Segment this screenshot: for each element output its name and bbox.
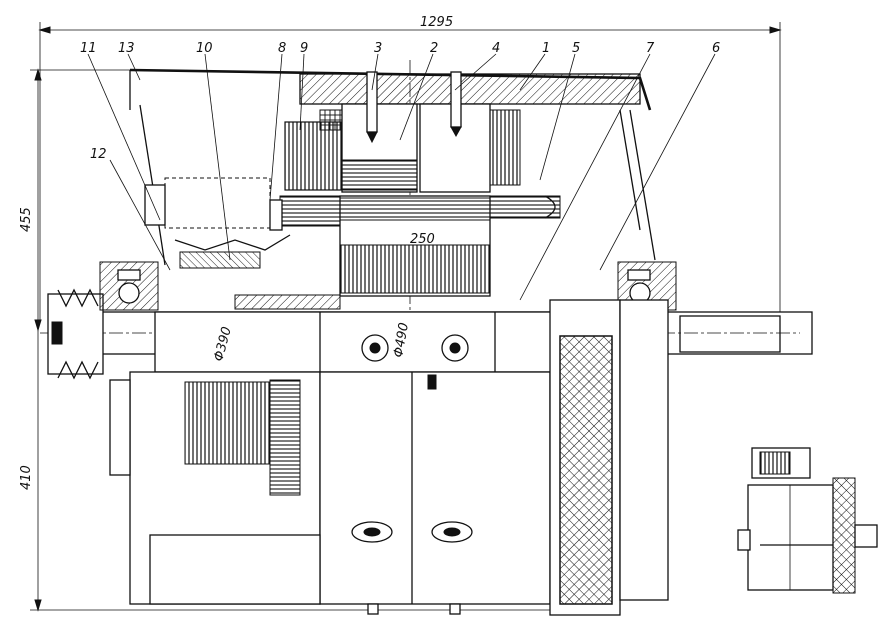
armature-winding-end <box>279 195 561 227</box>
dim-lower-height: 410 <box>19 465 34 490</box>
callout-5: 5 <box>572 41 580 56</box>
housing-top <box>129 68 656 266</box>
dim-rotor-diameter: Φ490 <box>391 322 412 359</box>
callout-2: 2 <box>430 41 438 56</box>
external-view-thumbnail <box>737 447 878 594</box>
callout-9: 9 <box>300 41 308 56</box>
dim-upper-height: 455 <box>19 207 34 232</box>
callout-4: 4 <box>492 41 500 56</box>
dimension-lower-height: 410 <box>19 330 620 612</box>
dimension-upper-height: 455 <box>19 68 140 332</box>
commutator <box>144 177 341 310</box>
housing-bottom <box>109 371 551 615</box>
pole-bolts <box>366 71 462 144</box>
callout-6: 6 <box>712 41 720 56</box>
callout-13: 13 <box>118 41 135 56</box>
armature-core: 250 <box>339 195 491 297</box>
rotor-hub: Φ390 Φ490 <box>154 311 556 373</box>
leader-lines <box>87 53 716 301</box>
callout-10: 10 <box>196 41 213 56</box>
cooling-fan <box>549 299 669 616</box>
dimension-overall-length: 1295 <box>38 15 782 320</box>
callout-labels: 11 13 10 8 9 3 2 4 1 5 7 6 12 <box>80 41 720 162</box>
dim-core-length: 250 <box>410 232 435 247</box>
callout-11: 11 <box>80 41 97 56</box>
field-winding-left <box>284 109 346 191</box>
drive-pulley <box>47 288 104 380</box>
callout-12: 12 <box>90 147 107 162</box>
callout-8: 8 <box>278 41 286 56</box>
bearing-left <box>99 261 159 311</box>
callout-1: 1 <box>542 41 550 56</box>
dim-overall-length: 1295 <box>420 15 453 30</box>
callout-7: 7 <box>646 41 655 56</box>
callout-3: 3 <box>374 41 382 56</box>
